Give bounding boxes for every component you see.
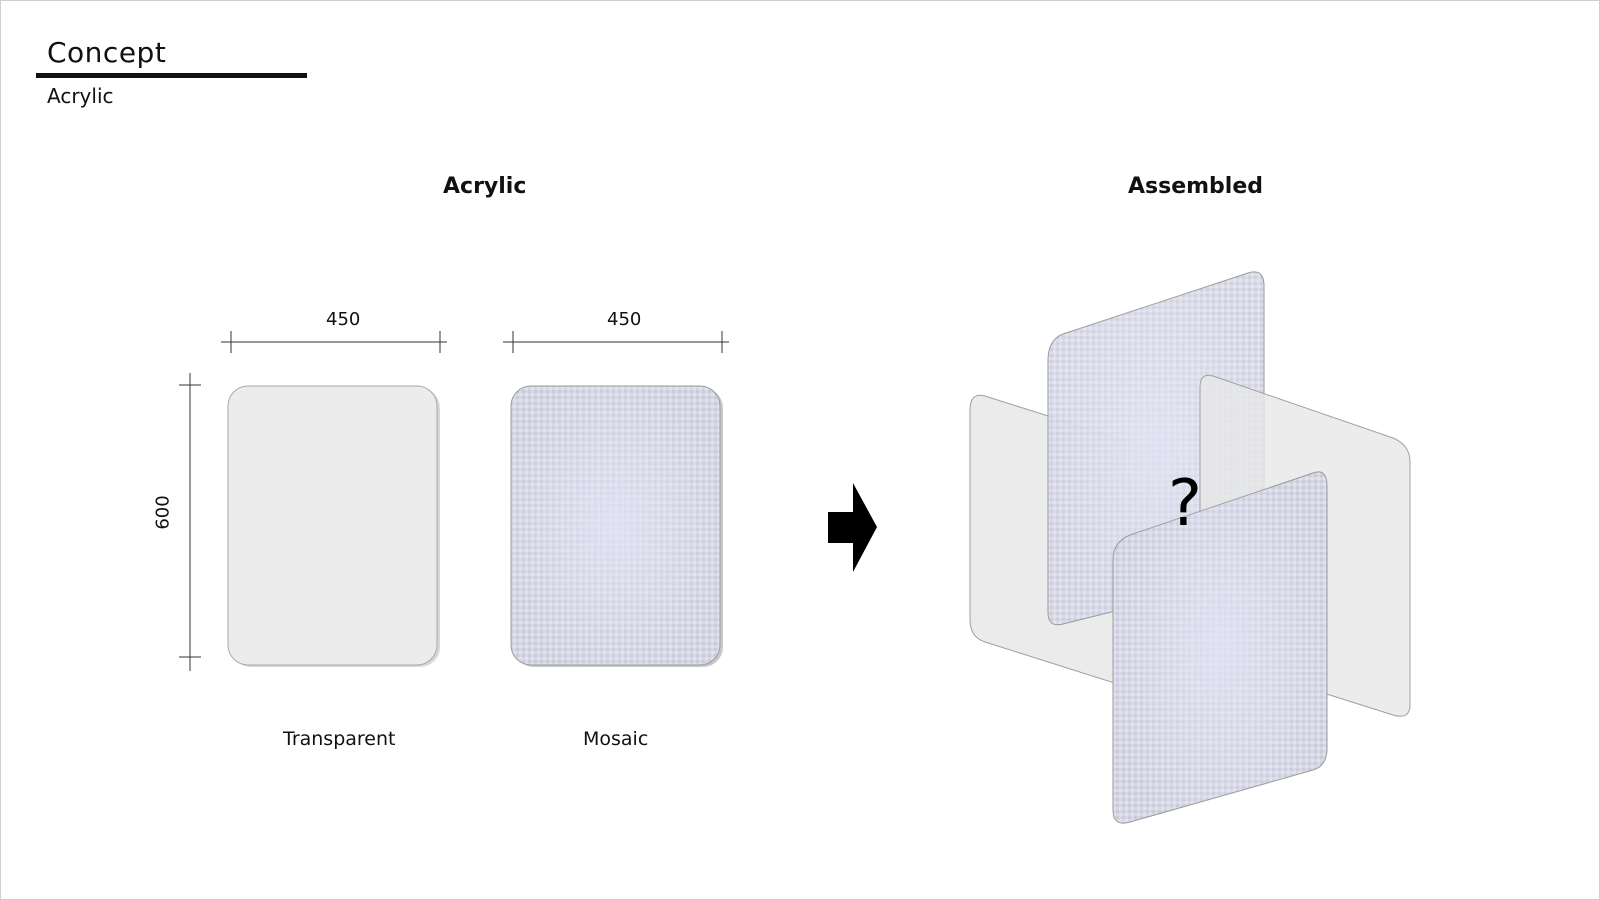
width-dimension-transparent [221,331,447,353]
page-subtitle: Acrylic [47,84,114,108]
page-title: Concept [47,36,167,69]
right-arrow-icon [828,483,877,572]
height-dimension [179,373,201,671]
mosaic-width-label: 450 [607,309,642,330]
assembled-illustration [969,271,1411,824]
title-underline [36,73,307,78]
mosaic-panel [510,385,723,667]
height-label: 600 [152,495,174,530]
transparent-width-label: 450 [326,309,361,330]
transparent-caption: Transparent [283,728,396,750]
acrylic-heading: Acrylic [443,174,527,199]
question-mark: ? [1168,467,1202,541]
mosaic-caption: Mosaic [583,728,649,750]
transparent-panel [227,385,440,667]
assembled-heading: Assembled [1128,174,1264,199]
width-dimension-mosaic [503,331,729,353]
